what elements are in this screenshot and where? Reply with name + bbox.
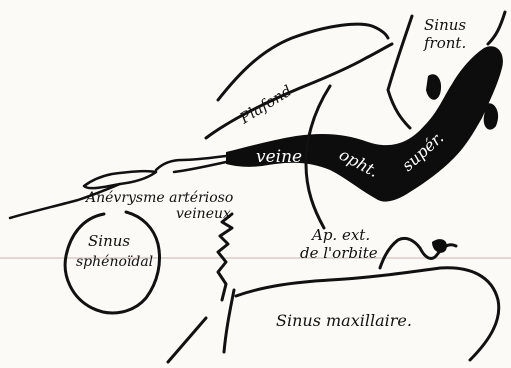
label-sinus-frontal-2: front. [423, 34, 466, 52]
vein-thin-segment [156, 156, 226, 170]
label-aneurysm-1: Anévrysme artérioso [84, 190, 233, 206]
label-orbit-apex-2: de l'orbite [300, 244, 378, 262]
label-sinus-sphenoidal-1: Sinus [88, 232, 130, 250]
ophthalmic-vein [226, 46, 503, 201]
label-aneurysm-2: veineux [176, 206, 231, 222]
zigzag-lower [224, 290, 234, 352]
orbit-roof-line-upper [218, 24, 388, 100]
orbit-floor-knob [432, 239, 447, 253]
vein-thin-segment-2 [174, 162, 226, 172]
label-sinus-frontal-1: Sinus [424, 16, 466, 34]
label-plafond: Plafond [236, 82, 295, 128]
orbit-roof-line-lower [206, 44, 392, 138]
label-orbit-apex-1: Ap. ext. [310, 226, 370, 244]
frontal-sinus-edge [488, 12, 505, 44]
vein-branch-tail [484, 103, 498, 129]
vein-branch-blob [426, 74, 441, 100]
frontal-sinus-outline [388, 16, 412, 128]
label-sinus-sphenoidal-2: sphénoïdal [76, 254, 153, 270]
aneurysm-shape [84, 171, 156, 188]
label-vein-veine: veine [256, 147, 302, 167]
label-sinus-maxillaire: Sinus maxillaire. [276, 311, 412, 330]
bottom-left-stroke [168, 318, 206, 362]
